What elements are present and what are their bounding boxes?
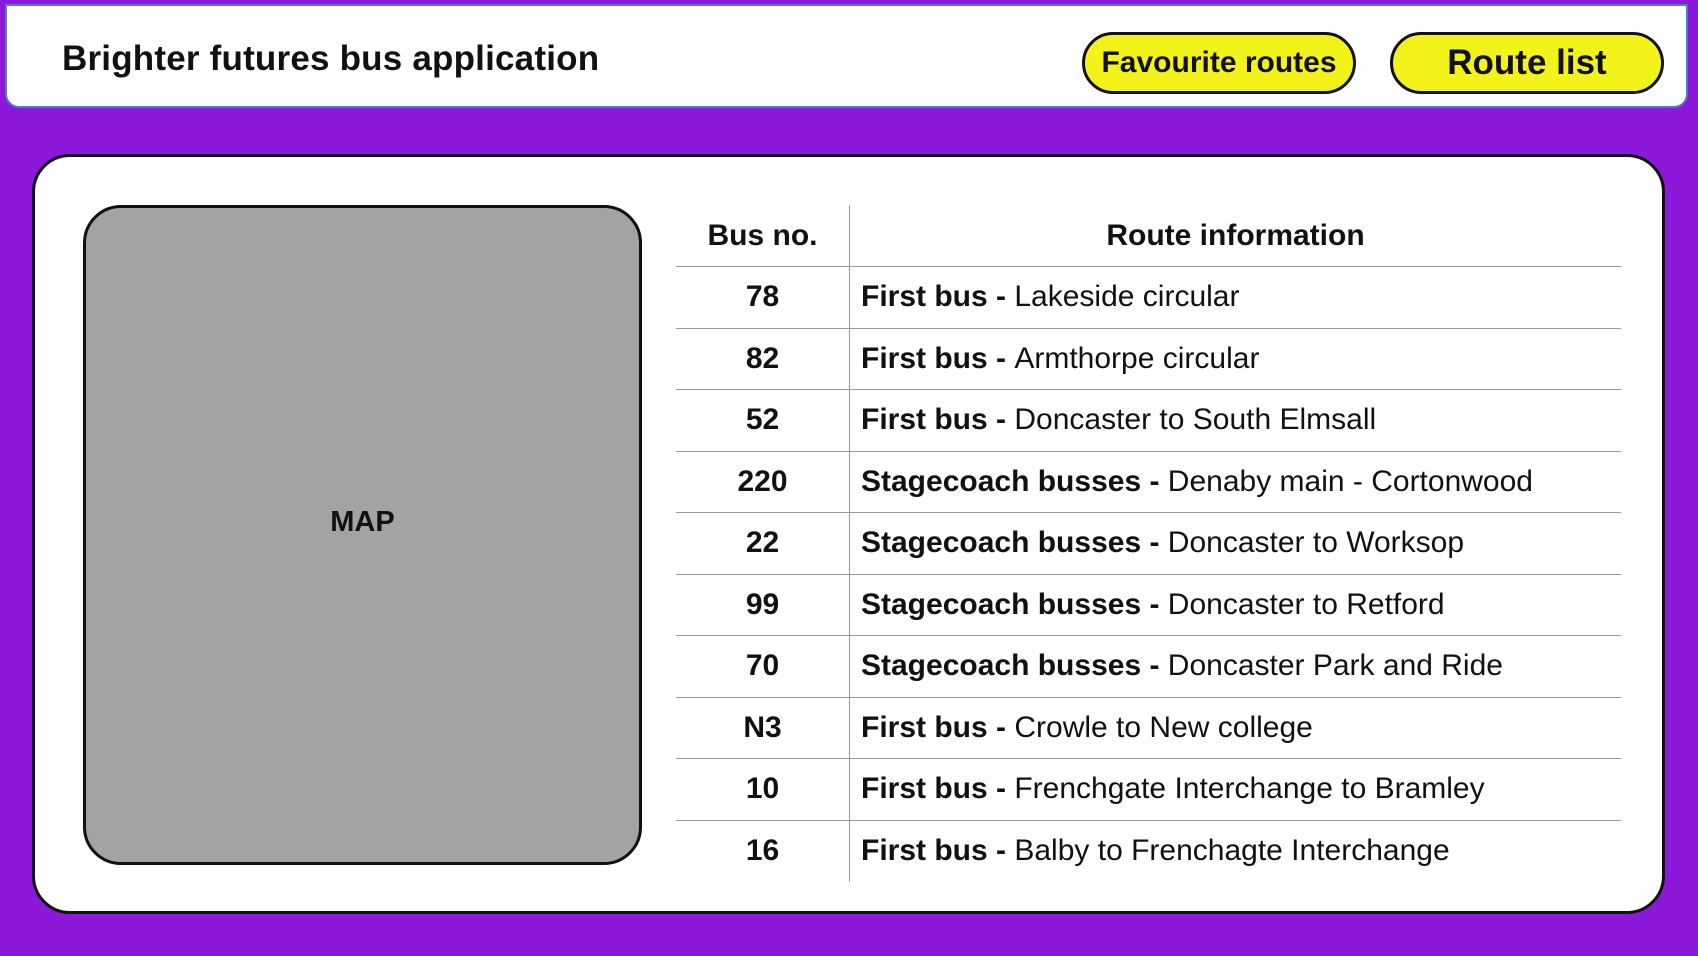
operator-separator: -: [987, 341, 1015, 375]
route-information: First bus - Armthorpe circular: [850, 329, 1621, 390]
bus-number: 70: [676, 636, 850, 697]
bus-operator: First bus: [861, 834, 988, 868]
column-header-bus-no: Bus no.: [676, 205, 850, 266]
bus-number: N3: [676, 697, 850, 758]
bus-operator: Stagecoach busses: [861, 587, 1142, 621]
route-information: First bus - Crowle to New college: [850, 698, 1621, 759]
bus-number: 52: [676, 390, 850, 451]
bus-operator: Stagecoach busses: [861, 649, 1142, 683]
table-header-row: Bus no. Route information: [676, 205, 1621, 267]
route-name: Crowle to New college: [1014, 710, 1313, 744]
bus-number: 10: [676, 759, 850, 820]
operator-separator: -: [1141, 526, 1168, 560]
route-information: First bus - Doncaster to South Elmsall: [850, 390, 1621, 451]
bus-operator: First bus: [861, 280, 988, 314]
route-information: Stagecoach busses - Doncaster to Worksop: [850, 513, 1621, 574]
operator-separator: -: [987, 834, 1015, 868]
bus-operator: First bus: [861, 772, 988, 806]
app-title: Brighter futures bus application: [62, 39, 600, 78]
route-name: Balby to Frenchagte Interchange: [1014, 834, 1450, 868]
route-name: Doncaster Park and Ride: [1167, 649, 1503, 683]
route-name: Doncaster to Worksop: [1167, 526, 1465, 560]
operator-separator: -: [987, 403, 1015, 437]
route-information: First bus - Frenchgate Interchange to Br…: [850, 759, 1621, 820]
bus-number: 99: [676, 574, 850, 635]
bus-operator: First bus: [861, 710, 988, 744]
route-information: Stagecoach busses - Doncaster to Retford: [850, 575, 1621, 636]
app-header: Brighter futures bus application Favouri…: [5, 4, 1688, 108]
bus-operator: First bus: [861, 341, 988, 375]
map-label: MAP: [330, 505, 395, 538]
operator-separator: -: [987, 280, 1015, 314]
bus-number: 16: [676, 820, 850, 882]
bus-number: 22: [676, 513, 850, 574]
bus-operator: Stagecoach busses: [861, 464, 1142, 498]
bus-number: 220: [676, 451, 850, 512]
route-name: Doncaster to South Elmsall: [1014, 403, 1377, 437]
route-information: Stagecoach busses - Doncaster Park and R…: [850, 636, 1621, 697]
map-view[interactable]: MAP: [83, 205, 642, 865]
operator-separator: -: [987, 772, 1015, 806]
operator-separator: -: [1141, 464, 1168, 498]
operator-separator: -: [1141, 649, 1168, 683]
route-name: Denaby main - Cortonwood: [1167, 464, 1533, 498]
operator-separator: -: [1141, 587, 1168, 621]
bus-operator: First bus: [861, 403, 988, 437]
route-information: Stagecoach busses - Denaby main - Corton…: [850, 452, 1621, 513]
favourite-routes-button[interactable]: Favourite routes: [1082, 32, 1356, 94]
route-name: Lakeside circular: [1014, 280, 1240, 314]
route-list-button[interactable]: Route list: [1390, 32, 1664, 94]
route-name: Doncaster to Retford: [1167, 587, 1445, 621]
operator-separator: -: [987, 710, 1015, 744]
bus-operator: Stagecoach busses: [861, 526, 1142, 560]
route-information: First bus - Balby to Frenchagte Intercha…: [850, 821, 1621, 883]
route-name: Armthorpe circular: [1014, 341, 1260, 375]
column-header-route-information: Route information: [1106, 218, 1365, 252]
route-name: Frenchgate Interchange to Bramley: [1014, 772, 1485, 806]
route-information: First bus - Lakeside circular: [850, 267, 1621, 328]
bus-number: 78: [676, 267, 850, 328]
bus-number: 82: [676, 328, 850, 389]
